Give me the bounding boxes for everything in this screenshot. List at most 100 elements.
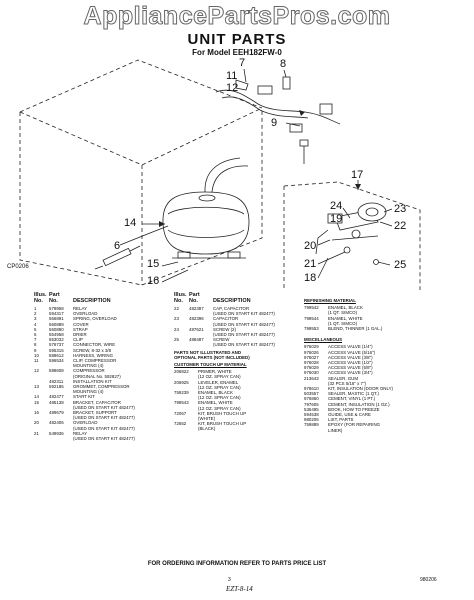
- table-row: (12 OZ. SPRAY CAN): [174, 406, 294, 411]
- description-cell: SCREW (2): [213, 326, 236, 332]
- callout-9: 9: [271, 117, 278, 129]
- description-cell: MOUNTING (4): [73, 363, 104, 369]
- part-no-cell: 978610: [304, 386, 319, 392]
- callout-21: 21: [304, 258, 317, 270]
- illus-no-cell: 24: [174, 326, 179, 332]
- description-cell: LINER): [328, 427, 343, 433]
- description-cell: ENAMEL, WHITE: [328, 315, 363, 321]
- description-cell: ENAMEL, BLACK: [328, 305, 363, 311]
- part-no-cell: 553032: [49, 337, 64, 343]
- callout-16: 16: [147, 275, 160, 287]
- part-no-cell: 588612: [49, 352, 64, 358]
- illus-no-cell: [174, 342, 189, 347]
- part-no-cell: 980206: [304, 417, 319, 423]
- description-cell: CLIP, COMPRESSOR: [73, 358, 117, 364]
- table-row: 24 487621 SCREW (2): [174, 327, 294, 332]
- description-cell: SEALER, GUM: [328, 375, 359, 381]
- part-no-cell: 576737: [49, 342, 64, 348]
- description-cell: BOOK, HOW TO FREEZE: [328, 406, 380, 412]
- part-no-cell: 596534: [49, 358, 64, 364]
- part-no-cell: 549936: [49, 430, 64, 436]
- illus-no-cell: 12: [34, 368, 39, 374]
- description-cell: (1 QT. SIMCO): [328, 320, 358, 326]
- description-cell: (1 QT. SIMCO): [328, 310, 358, 316]
- illus-no-cell: 1: [34, 306, 37, 311]
- document-code: 980206: [420, 577, 437, 583]
- description-cell: (USED ON START KIT 482477): [73, 436, 135, 442]
- illus-no-cell: 10: [34, 352, 39, 358]
- part-no-cell: 72067: [174, 410, 187, 416]
- description-cell: BRACKET, SUPPORT: [73, 410, 117, 416]
- description-cell: (12 OZ. SPRAY CAN): [198, 374, 241, 380]
- description-cell: KIT, INSULATION (DOOR ONLY): [328, 386, 393, 392]
- part-no-cell: 487621: [189, 326, 204, 332]
- table-row: (USED ON START KIT 482477): [34, 426, 160, 431]
- illus-no-cell: 14: [34, 394, 39, 400]
- illus-no-cell: 13: [34, 384, 39, 390]
- description-cell: (USED ON START KIT 482477): [213, 342, 275, 348]
- description-cell: ACCESS VALVE (5/16"): [328, 349, 376, 355]
- part-no-cell: 976026: [304, 349, 319, 355]
- description-cell: (ORIGINAL No. 592827): [73, 373, 121, 379]
- description-cell: HARNESS, WIRING: [73, 352, 114, 358]
- callout-15: 15: [147, 258, 160, 270]
- part-no-cell: 72652: [174, 421, 187, 427]
- part-no-cell: 488487: [189, 337, 204, 343]
- description-cell: LEVELER, ENAMEL: [198, 379, 239, 385]
- part-no-cell: 482387: [189, 306, 204, 311]
- illus-no-cell: 16: [34, 410, 39, 416]
- description-cell: (USED ON START KIT 482477): [73, 425, 135, 431]
- part-no-cell: 799543: [174, 400, 189, 406]
- description-cell: DRIER: [73, 332, 87, 338]
- part-no-cell: 799542: [304, 305, 319, 311]
- description-cell: OVERLOAD: [73, 311, 98, 317]
- watermark: AppliancePartsPros.com: [83, 2, 391, 31]
- description-cell: COMPRESSOR: [73, 368, 105, 374]
- part-no-cell: 759889: [304, 422, 319, 428]
- part-no-cell: 594317: [49, 311, 64, 317]
- callout-12: 12: [226, 82, 239, 94]
- description-cell: COVER: [73, 321, 89, 327]
- description-cell: ACCESS VALVE (5/8"): [328, 365, 373, 371]
- description-cell: KIT, BRUSH TOUCH UP: [198, 410, 247, 416]
- description-cell: CEMENT, INSULATION (1 OZ.): [328, 401, 390, 407]
- description-cell: LIST, PARTS: [328, 417, 354, 423]
- description-cell: ACCESS VALVE (1/4"): [328, 344, 373, 350]
- description-cell: INSTALLATION KIT: [73, 378, 112, 384]
- callout-25: 25: [394, 259, 407, 271]
- refinishing-heading: REFINISHING MATERIAL: [304, 298, 356, 303]
- part-no-cell: 503557: [304, 391, 319, 397]
- description-cell: (32 PCS 5/16" x 7"): [328, 380, 367, 386]
- description-cell: ACCESS VALVE (1/2"): [328, 360, 373, 366]
- part-no-cell: [174, 426, 198, 431]
- table-row: 72067 KIT, BRUSH TOUCH UP: [174, 411, 294, 416]
- table-row: 797605 CEMENT, INSULATION (1 OZ.): [304, 402, 434, 407]
- page-number: 3: [228, 577, 231, 583]
- table-row: (USED ON START KIT 482477): [34, 436, 160, 441]
- part-no-cell: 595315: [49, 347, 64, 353]
- table-row: LINER): [304, 428, 434, 433]
- parts-list-column-3: REFINISHING MATERIAL 799542 ENAMEL, BLACK…: [304, 296, 434, 433]
- description-cell: SCREW: [213, 337, 230, 343]
- part-no-cell: 797605: [304, 401, 319, 407]
- description-cell: CAP, CAPACITOR: [213, 306, 250, 311]
